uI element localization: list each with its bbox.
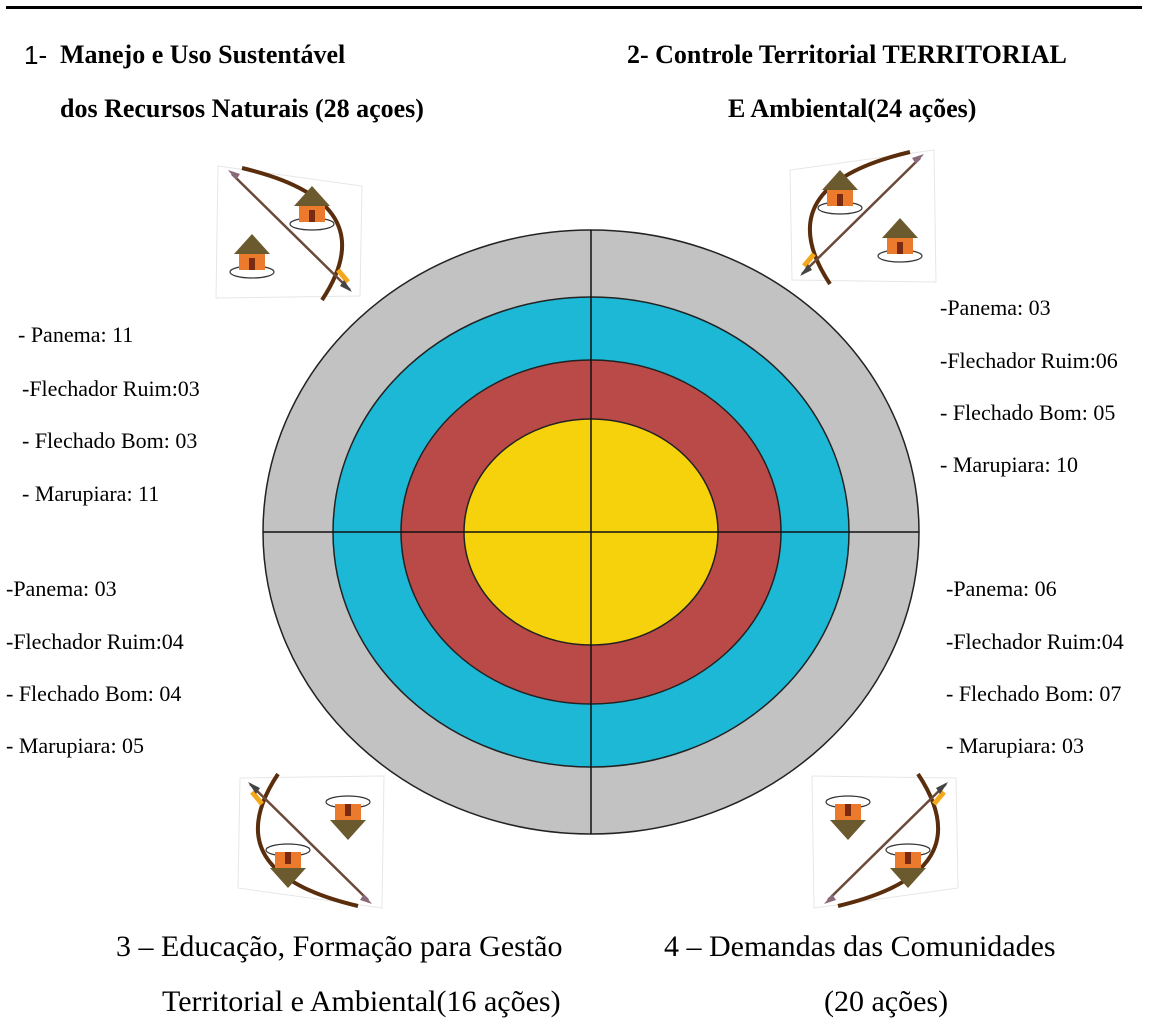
q2-stat-marupiara: - Marupiara: 10 — [940, 452, 1079, 477]
q4-title-line1: 4 – Demandas das Comunidades — [664, 930, 1056, 963]
q2-stat-flechado-bom: - Flechado Bom: 05 — [940, 400, 1116, 425]
q1-stat-flechador-ruim: -Flechador Ruim:03 — [22, 376, 200, 401]
q3-stat-panema: -Panema: 03 — [6, 576, 117, 601]
q1-stat-flechado-bom: - Flechado Bom: 03 — [22, 428, 198, 453]
q1-stat-panema: - Panema: 11 — [18, 322, 134, 347]
q4-stat-marupiara: - Marupiara: 03 — [946, 733, 1085, 758]
bow-arrow-huts-icon-q1 — [212, 162, 368, 304]
q2-stat-flechador-ruim: -Flechador Ruim:06 — [940, 348, 1118, 373]
bow-arrow-huts-icon-q3 — [232, 770, 388, 912]
top-rule — [6, 6, 1142, 9]
q1-title-line1: Manejo e Uso Sustentável — [60, 40, 346, 69]
q2-stat-panema: -Panema: 03 — [940, 295, 1051, 320]
q3-stat-flechador-ruim: -Flechador Ruim:04 — [6, 629, 184, 654]
archery-target — [262, 229, 920, 835]
q4-stat-panema: -Panema: 06 — [946, 576, 1057, 601]
q4-stat-flechado-bom: - Flechado Bom: 07 — [946, 681, 1122, 706]
bow-arrow-huts-icon-q2 — [784, 146, 940, 288]
q1-stat-marupiara: - Marupiara: 11 — [22, 481, 160, 506]
bow-arrow-huts-icon-q4 — [808, 770, 964, 912]
q1-number: 1- — [24, 40, 48, 70]
q4-title-line2: (20 ações) — [824, 985, 949, 1018]
q3-stat-flechado-bom: - Flechado Bom: 04 — [6, 681, 182, 706]
q3-stat-marupiara: - Marupiara: 05 — [6, 733, 145, 758]
q4-stat-flechador-ruim: -Flechador Ruim:04 — [946, 629, 1124, 654]
q1-title-line2: dos Recursos Naturais (28 açoes) — [60, 94, 424, 123]
q2-title-line1: 2- Controle Territorial TERRITORIAL — [627, 40, 1067, 69]
q2-title-line2: E Ambiental(24 ações) — [728, 94, 977, 123]
q3-title-line1: 3 – Educação, Formação para Gestão — [116, 930, 563, 963]
q3-title-line2: Territorial e Ambiental(16 ações) — [162, 985, 561, 1018]
